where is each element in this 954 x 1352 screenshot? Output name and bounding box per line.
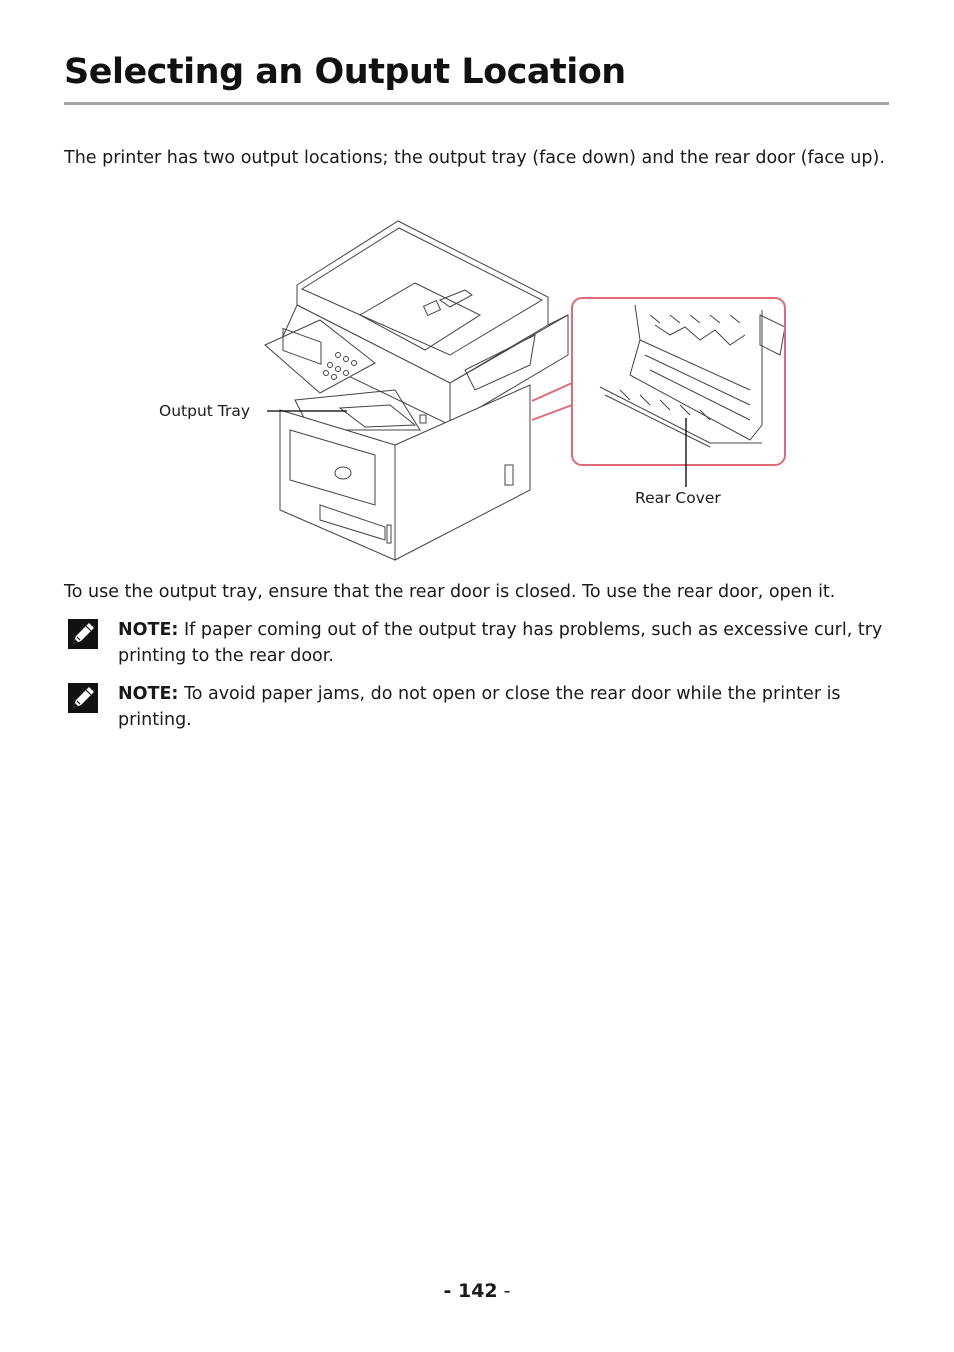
page-number: - 142 - xyxy=(443,1280,511,1302)
note-pencil-icon xyxy=(68,683,98,713)
usage-paragraph: To use the output tray, ensure that the … xyxy=(64,582,836,602)
note-2-label: NOTE: xyxy=(118,684,179,704)
note-1: NOTE: If paper coming out of the output … xyxy=(64,618,894,670)
note-pencil-icon xyxy=(68,619,98,649)
note-1-text: NOTE: If paper coming out of the output … xyxy=(116,618,898,669)
page-title: Selecting an Output Location xyxy=(64,52,626,92)
rear-cover-label: Rear Cover xyxy=(635,489,721,507)
note-2: NOTE: To avoid paper jams, do not open o… xyxy=(64,682,894,734)
intro-paragraph: The printer has two output locations; th… xyxy=(64,148,885,168)
printer-figure: Output Tray Rear Cover xyxy=(150,215,800,570)
note-1-label: NOTE: xyxy=(118,620,179,640)
note-2-body: To avoid paper jams, do not open or clos… xyxy=(118,684,841,730)
page-number-value: 142 xyxy=(457,1280,498,1302)
note-2-text: NOTE: To avoid paper jams, do not open o… xyxy=(116,682,898,733)
note-1-body: If paper coming out of the output tray h… xyxy=(118,620,883,666)
title-divider xyxy=(64,102,889,105)
output-tray-label: Output Tray xyxy=(159,402,251,420)
printer-illustration xyxy=(264,220,786,561)
